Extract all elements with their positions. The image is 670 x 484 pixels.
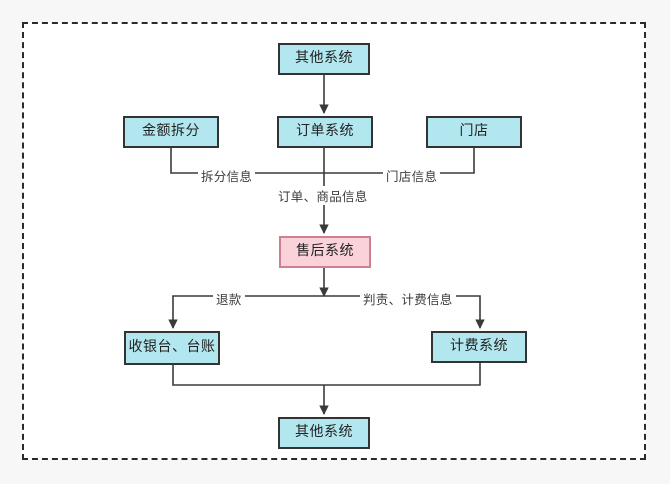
node-amount-split[interactable]: 金额拆分	[123, 116, 219, 148]
edge-billing-to-other	[324, 363, 481, 386]
node-store[interactable]: 门店	[426, 116, 522, 148]
node-label: 订单系统	[296, 123, 354, 140]
edge-label-store-info: 门店信息	[383, 166, 441, 185]
node-after-sales-system[interactable]: 售后系统	[279, 236, 371, 268]
edge-split-to-aftersales	[170, 148, 324, 174]
edge-aftersales-to-cashier	[168, 295, 324, 329]
edge-label-order-goods-info: 订单、商品信息	[275, 186, 371, 205]
node-label: 其他系统	[295, 50, 353, 67]
node-label: 收银台、台账	[128, 339, 216, 356]
node-label: 售后系统	[296, 243, 354, 260]
edge-cashier-to-other	[172, 365, 324, 386]
node-other-system-bottom[interactable]: 其他系统	[278, 417, 370, 449]
node-order-system[interactable]: 订单系统	[277, 116, 373, 148]
node-label: 其他系统	[295, 424, 353, 441]
node-label: 计费系统	[450, 338, 508, 355]
node-other-system-top[interactable]: 其他系统	[278, 43, 370, 75]
edge-store-to-aftersales	[324, 148, 475, 174]
edge-label-split-info: 拆分信息	[198, 166, 256, 185]
node-label: 门店	[459, 123, 489, 140]
node-billing-system[interactable]: 计费系统	[431, 331, 527, 363]
edge-label-liability-billing-info: 判责、计费信息	[360, 289, 456, 308]
edge-label-refund: 退款	[213, 289, 245, 308]
node-cashier-ledger[interactable]: 收银台、台账	[124, 331, 220, 365]
node-label: 金额拆分	[142, 123, 200, 140]
